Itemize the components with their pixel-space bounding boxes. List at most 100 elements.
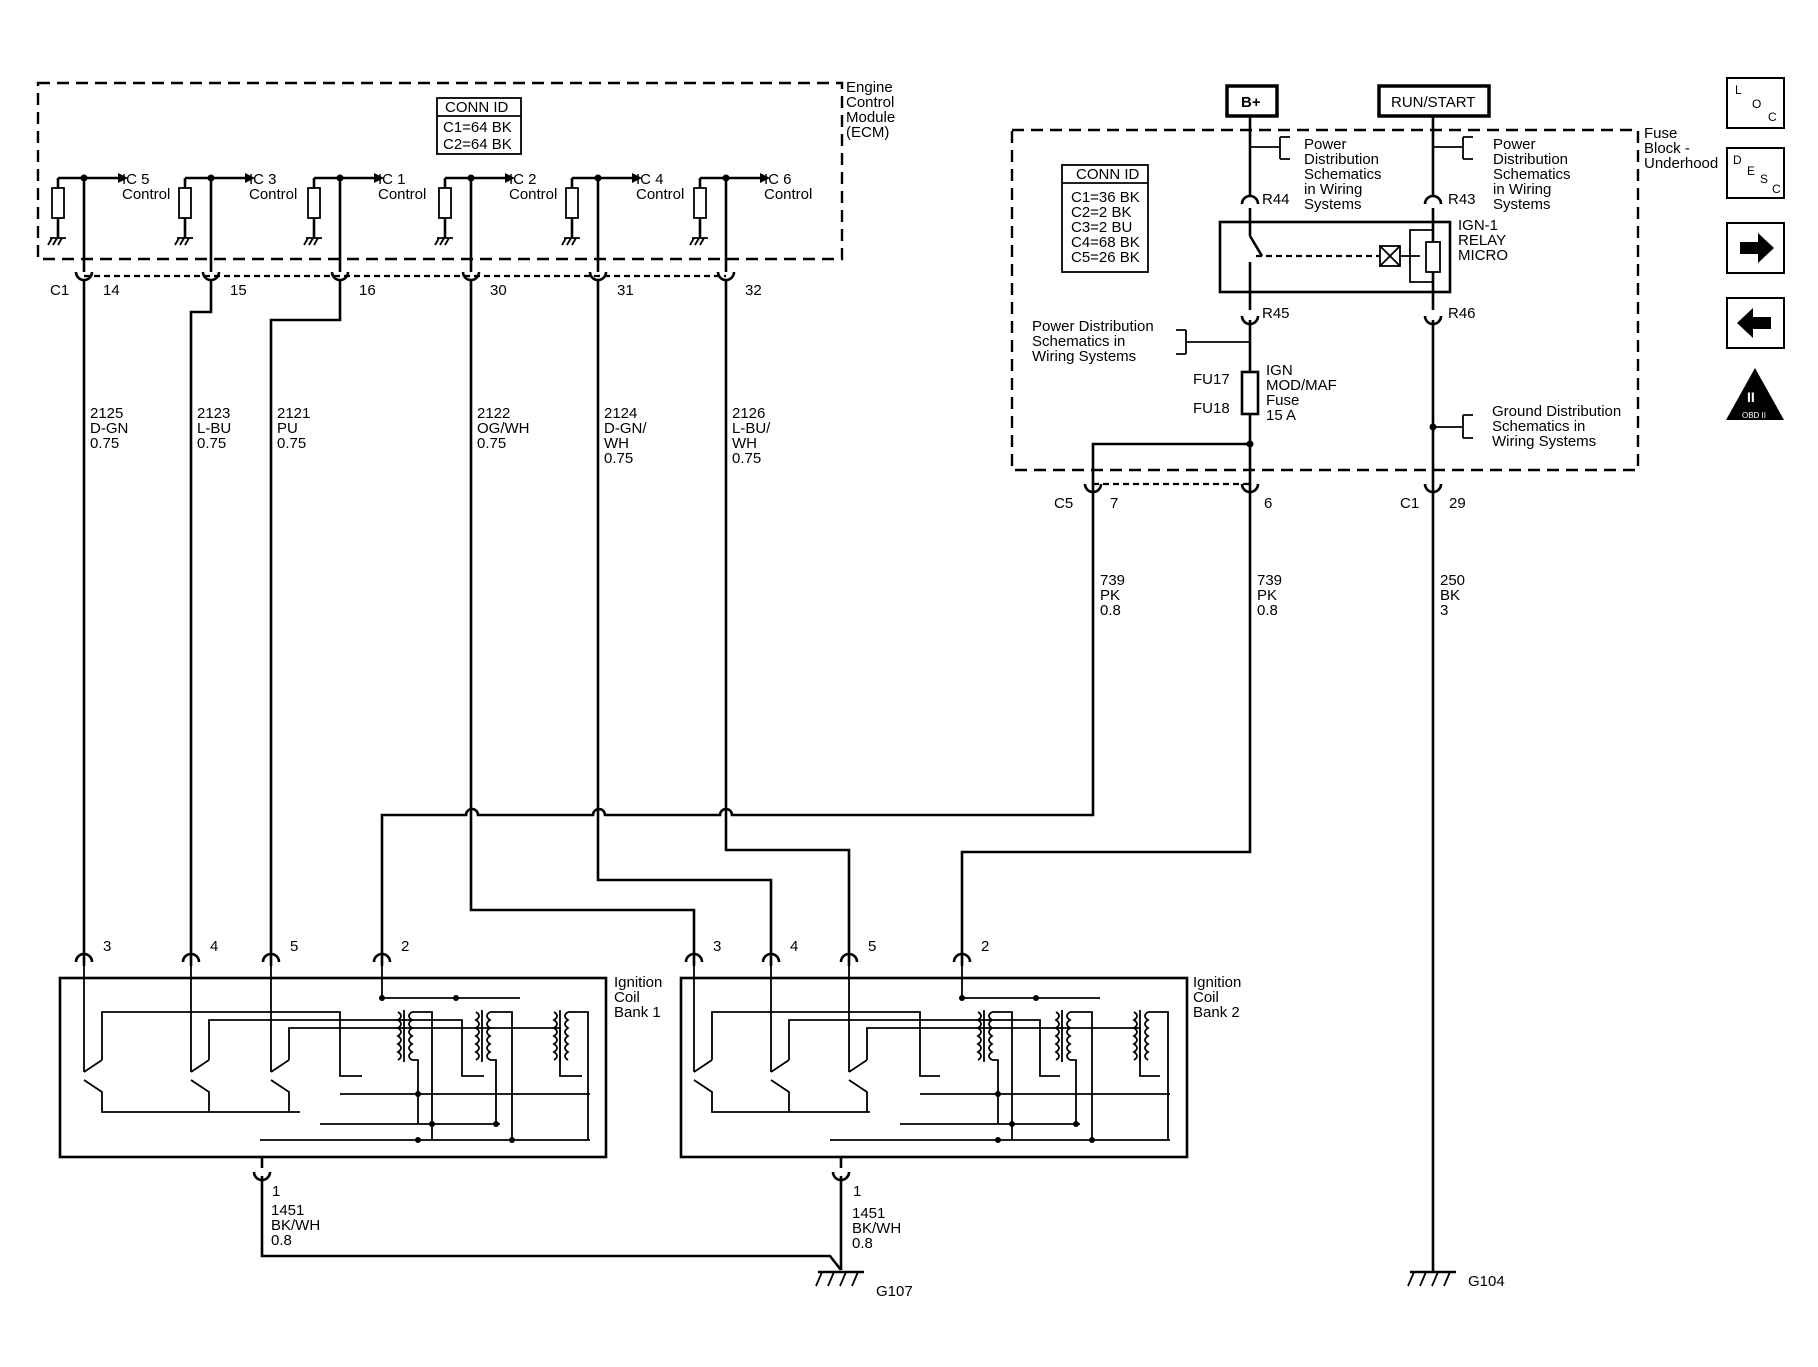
wire-250-color: BK xyxy=(1440,587,1460,604)
ground-g107-label: G107 xyxy=(876,1283,913,1300)
wire-2126-color2: WH xyxy=(732,435,757,452)
relay-label-3: MICRO xyxy=(1458,247,1508,264)
ecm-title-4: (ECM) xyxy=(846,124,889,141)
ecm-pin-31: 31 xyxy=(617,282,634,299)
description-button[interactable]: D E S C xyxy=(1726,147,1785,199)
relay-label-2: RELAY xyxy=(1458,232,1506,249)
wire-1451b-size: 0.8 xyxy=(852,1235,873,1252)
ecm-pin-32: 32 xyxy=(745,282,762,299)
ecm-output-ic5-sub: Control xyxy=(122,186,170,203)
fuse-label-3: Fuse xyxy=(1266,392,1299,409)
ignition-coil-bank-2: Ignition Coil Bank 2 3 4 5 2 xyxy=(679,938,1241,1200)
fuse-conn-id-line-4: C4=68 BK xyxy=(1071,234,1140,251)
coil1-ground-pin: 1 xyxy=(272,1183,280,1200)
fuse-conn-id-line-5: C5=26 BK xyxy=(1071,249,1140,266)
power-dist-1-line-1: Power xyxy=(1304,136,1347,153)
wire-2123-size: 0.75 xyxy=(197,435,226,452)
wire-2124-size: 0.75 xyxy=(604,450,633,467)
ecm-output-ic3-name: IC 3 xyxy=(249,171,277,188)
r45-label: R45 xyxy=(1262,305,1290,322)
wire-739b-color: PK xyxy=(1257,587,1277,604)
coil2-pin-4: 4 xyxy=(790,938,798,955)
coil1-pin-4: 4 xyxy=(210,938,218,955)
power-dist-3-line-1: Power Distribution xyxy=(1032,318,1154,335)
wire-2121-size: 0.75 xyxy=(277,435,306,452)
ecm-driver-ic3 xyxy=(174,173,255,272)
ecm-module: Engine Control Module (ECM) CONN ID C1=6… xyxy=(36,79,895,299)
back-button[interactable] xyxy=(1726,297,1785,349)
wire-250-circuit: 250 xyxy=(1440,572,1465,589)
ecm-output-wires xyxy=(82,280,851,966)
c5-pin-7: 7 xyxy=(1110,495,1118,512)
fuse-label-4: 15 A xyxy=(1266,407,1296,424)
relay-coil xyxy=(1425,241,1441,273)
wire-250-size: 3 xyxy=(1440,602,1448,619)
forward-button[interactable] xyxy=(1726,222,1785,274)
power-dist-1-line-5: Systems xyxy=(1304,196,1362,213)
power-dist-1-line-4: in Wiring xyxy=(1304,181,1362,198)
ecm-output-ic4-name: IC 4 xyxy=(636,171,664,188)
power-dist-2-line-1: Power xyxy=(1493,136,1536,153)
ecm-pin-16: 16 xyxy=(359,282,376,299)
wire-739b-size: 0.8 xyxy=(1257,602,1278,619)
coil1-title-3: Bank 1 xyxy=(614,1004,661,1021)
power-dist-2-line-4: in Wiring xyxy=(1493,181,1551,198)
relay-label-1: IGN-1 xyxy=(1458,217,1498,234)
ground-dist-line-2: Schematics in xyxy=(1492,418,1585,435)
coil1-pin-2: 2 xyxy=(401,938,409,955)
ecm-output-ic5-name: IC 5 xyxy=(122,171,150,188)
power-dist-2-line-3: Schematics xyxy=(1493,166,1571,183)
ground-g107-symbol xyxy=(815,1270,864,1287)
ecm-pin-14: 14 xyxy=(103,282,120,299)
r43-label: R43 xyxy=(1448,191,1476,208)
ecm-connector-pins xyxy=(74,271,736,282)
coil2-title-2: Coil xyxy=(1193,989,1219,1006)
desc-letter-s: S xyxy=(1760,172,1768,186)
loc-letter-c: C xyxy=(1768,110,1777,124)
ecm-output-ic1-sub: Control xyxy=(378,186,426,203)
ecm-driver-ic1 xyxy=(303,173,384,272)
coil2-ground-pin: 1 xyxy=(853,1183,861,1200)
fu18-label: FU18 xyxy=(1193,400,1230,417)
ground-g104-symbol xyxy=(1407,1270,1456,1287)
b-plus-label: B+ xyxy=(1241,94,1261,111)
wire-2121-color: PU xyxy=(277,420,298,437)
coil2-pin-3: 3 xyxy=(713,938,721,955)
wire-2121-circuit: 2121 xyxy=(277,405,310,422)
power-dist-2-line-2: Distribution xyxy=(1493,151,1568,168)
coil2-pin-5: 5 xyxy=(868,938,876,955)
ecm-pin-30: 30 xyxy=(490,282,507,299)
obd-ii-button[interactable]: II OBD II xyxy=(1726,368,1784,420)
ecm-conn-id-title: CONN ID xyxy=(445,99,509,116)
wire-739a-circuit: 739 xyxy=(1100,572,1125,589)
power-dist-2-line-5: Systems xyxy=(1493,196,1551,213)
location-button[interactable]: L O C xyxy=(1726,77,1785,129)
wire-739a-color: PK xyxy=(1100,587,1120,604)
ecm-driver-ic5 xyxy=(47,173,128,272)
ign-mod-maf-fuse xyxy=(1240,370,1260,416)
coil2-title-3: Bank 2 xyxy=(1193,1004,1240,1021)
coil-bank-1-box xyxy=(58,976,608,1159)
ecm-output-ic6-name: IC 6 xyxy=(764,171,792,188)
ecm-conn-id-line-1: C1=64 BK xyxy=(443,119,512,136)
wire-739b-circuit: 739 xyxy=(1257,572,1282,589)
wire-2122-size: 0.75 xyxy=(477,435,506,452)
fu17-label: FU17 xyxy=(1193,371,1230,388)
ecm-output-ic2-name: IC 2 xyxy=(509,171,537,188)
wire-2124-circuit: 2124 xyxy=(604,405,637,422)
power-dist-1-line-2: Distribution xyxy=(1304,151,1379,168)
wire-2125-size: 0.75 xyxy=(90,435,119,452)
ecm-wire-labels: 2125 D-GN 0.75 2123 L-BU 0.75 2121 PU 0.… xyxy=(90,405,771,467)
fuse-label-1: IGN xyxy=(1266,362,1293,379)
desc-letter-c: C xyxy=(1772,182,1781,196)
wire-1451a-size: 0.8 xyxy=(271,1232,292,1249)
desc-letter-e: E xyxy=(1747,164,1755,178)
c1-label: C1 xyxy=(1400,495,1419,512)
ecm-pin-15: 15 xyxy=(230,282,247,299)
wire-739a-size: 0.8 xyxy=(1100,602,1121,619)
wire-2126-color: L-BU/ xyxy=(732,420,771,437)
wire-2122-color: OG/WH xyxy=(477,420,530,437)
r44-label: R44 xyxy=(1262,191,1290,208)
ecm-title-2: Control xyxy=(846,94,894,111)
